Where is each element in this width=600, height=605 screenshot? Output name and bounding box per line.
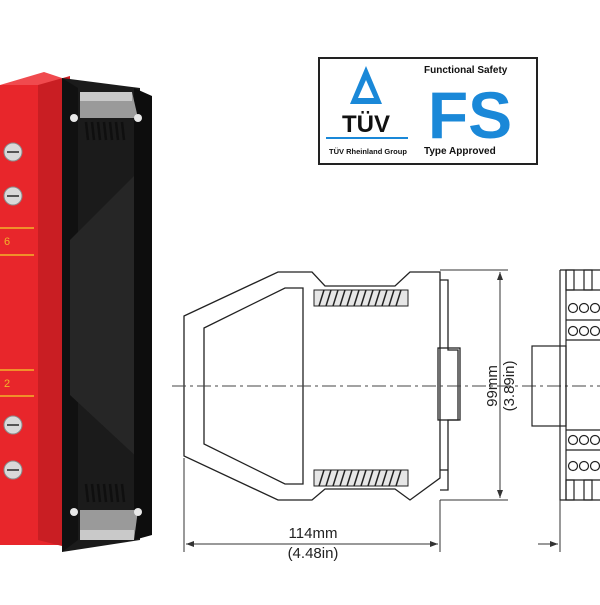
vent-bottom-highlight [80,530,134,540]
din-rail-block [437,347,461,421]
type-approved-text: Type Approved [424,146,496,157]
din-rail-clip [440,279,459,491]
width-dimension [183,458,441,552]
front-view-terminals [567,302,600,472]
front-bezel-inner [203,287,304,485]
tuv-brand-text: TÜV [342,111,390,138]
width-in-label: (4.48in) [288,545,339,562]
side-vent-bottom [313,469,409,487]
screw-icon [70,114,78,122]
tuv-triangle-inner [358,80,374,98]
vent-bottom-slots [84,483,126,503]
screw-icon [134,114,142,122]
technical-side-drawing [183,271,461,501]
device-center-panel [70,170,140,460]
height-in-label: (3.89in) [501,361,518,412]
height-mm-label: 99mm [484,365,501,407]
screw-icon [134,508,142,516]
vent-top-slots [84,121,126,141]
width-mm-label: 114mm [289,525,338,542]
functional-safety-text: Functional Safety [424,65,508,76]
device-photo: 6 2 [0,72,152,552]
tuv-group-text: TÜV Rheinland Group [329,147,407,156]
housing-outline [183,271,441,501]
screw-icon [70,508,78,516]
technical-front-view [531,269,600,501]
side-vent-top [313,289,409,307]
vent-top-highlight [80,92,132,101]
fs-mark-text: FS [428,78,512,152]
front-view-rail [531,345,567,427]
cert-badge-frame [318,57,538,165]
tuv-cert-badge: TÜV TÜV Rheinland Group Functional Safet… [318,57,538,165]
device-back-wedge [134,88,152,540]
height-dimension [440,269,508,501]
device-label-bottom: 2 [4,378,10,390]
front-width-dimension [538,500,561,552]
terminal-screws [3,142,23,480]
device-label-top: 6 [4,236,10,248]
device-red-top-edge [0,72,62,85]
